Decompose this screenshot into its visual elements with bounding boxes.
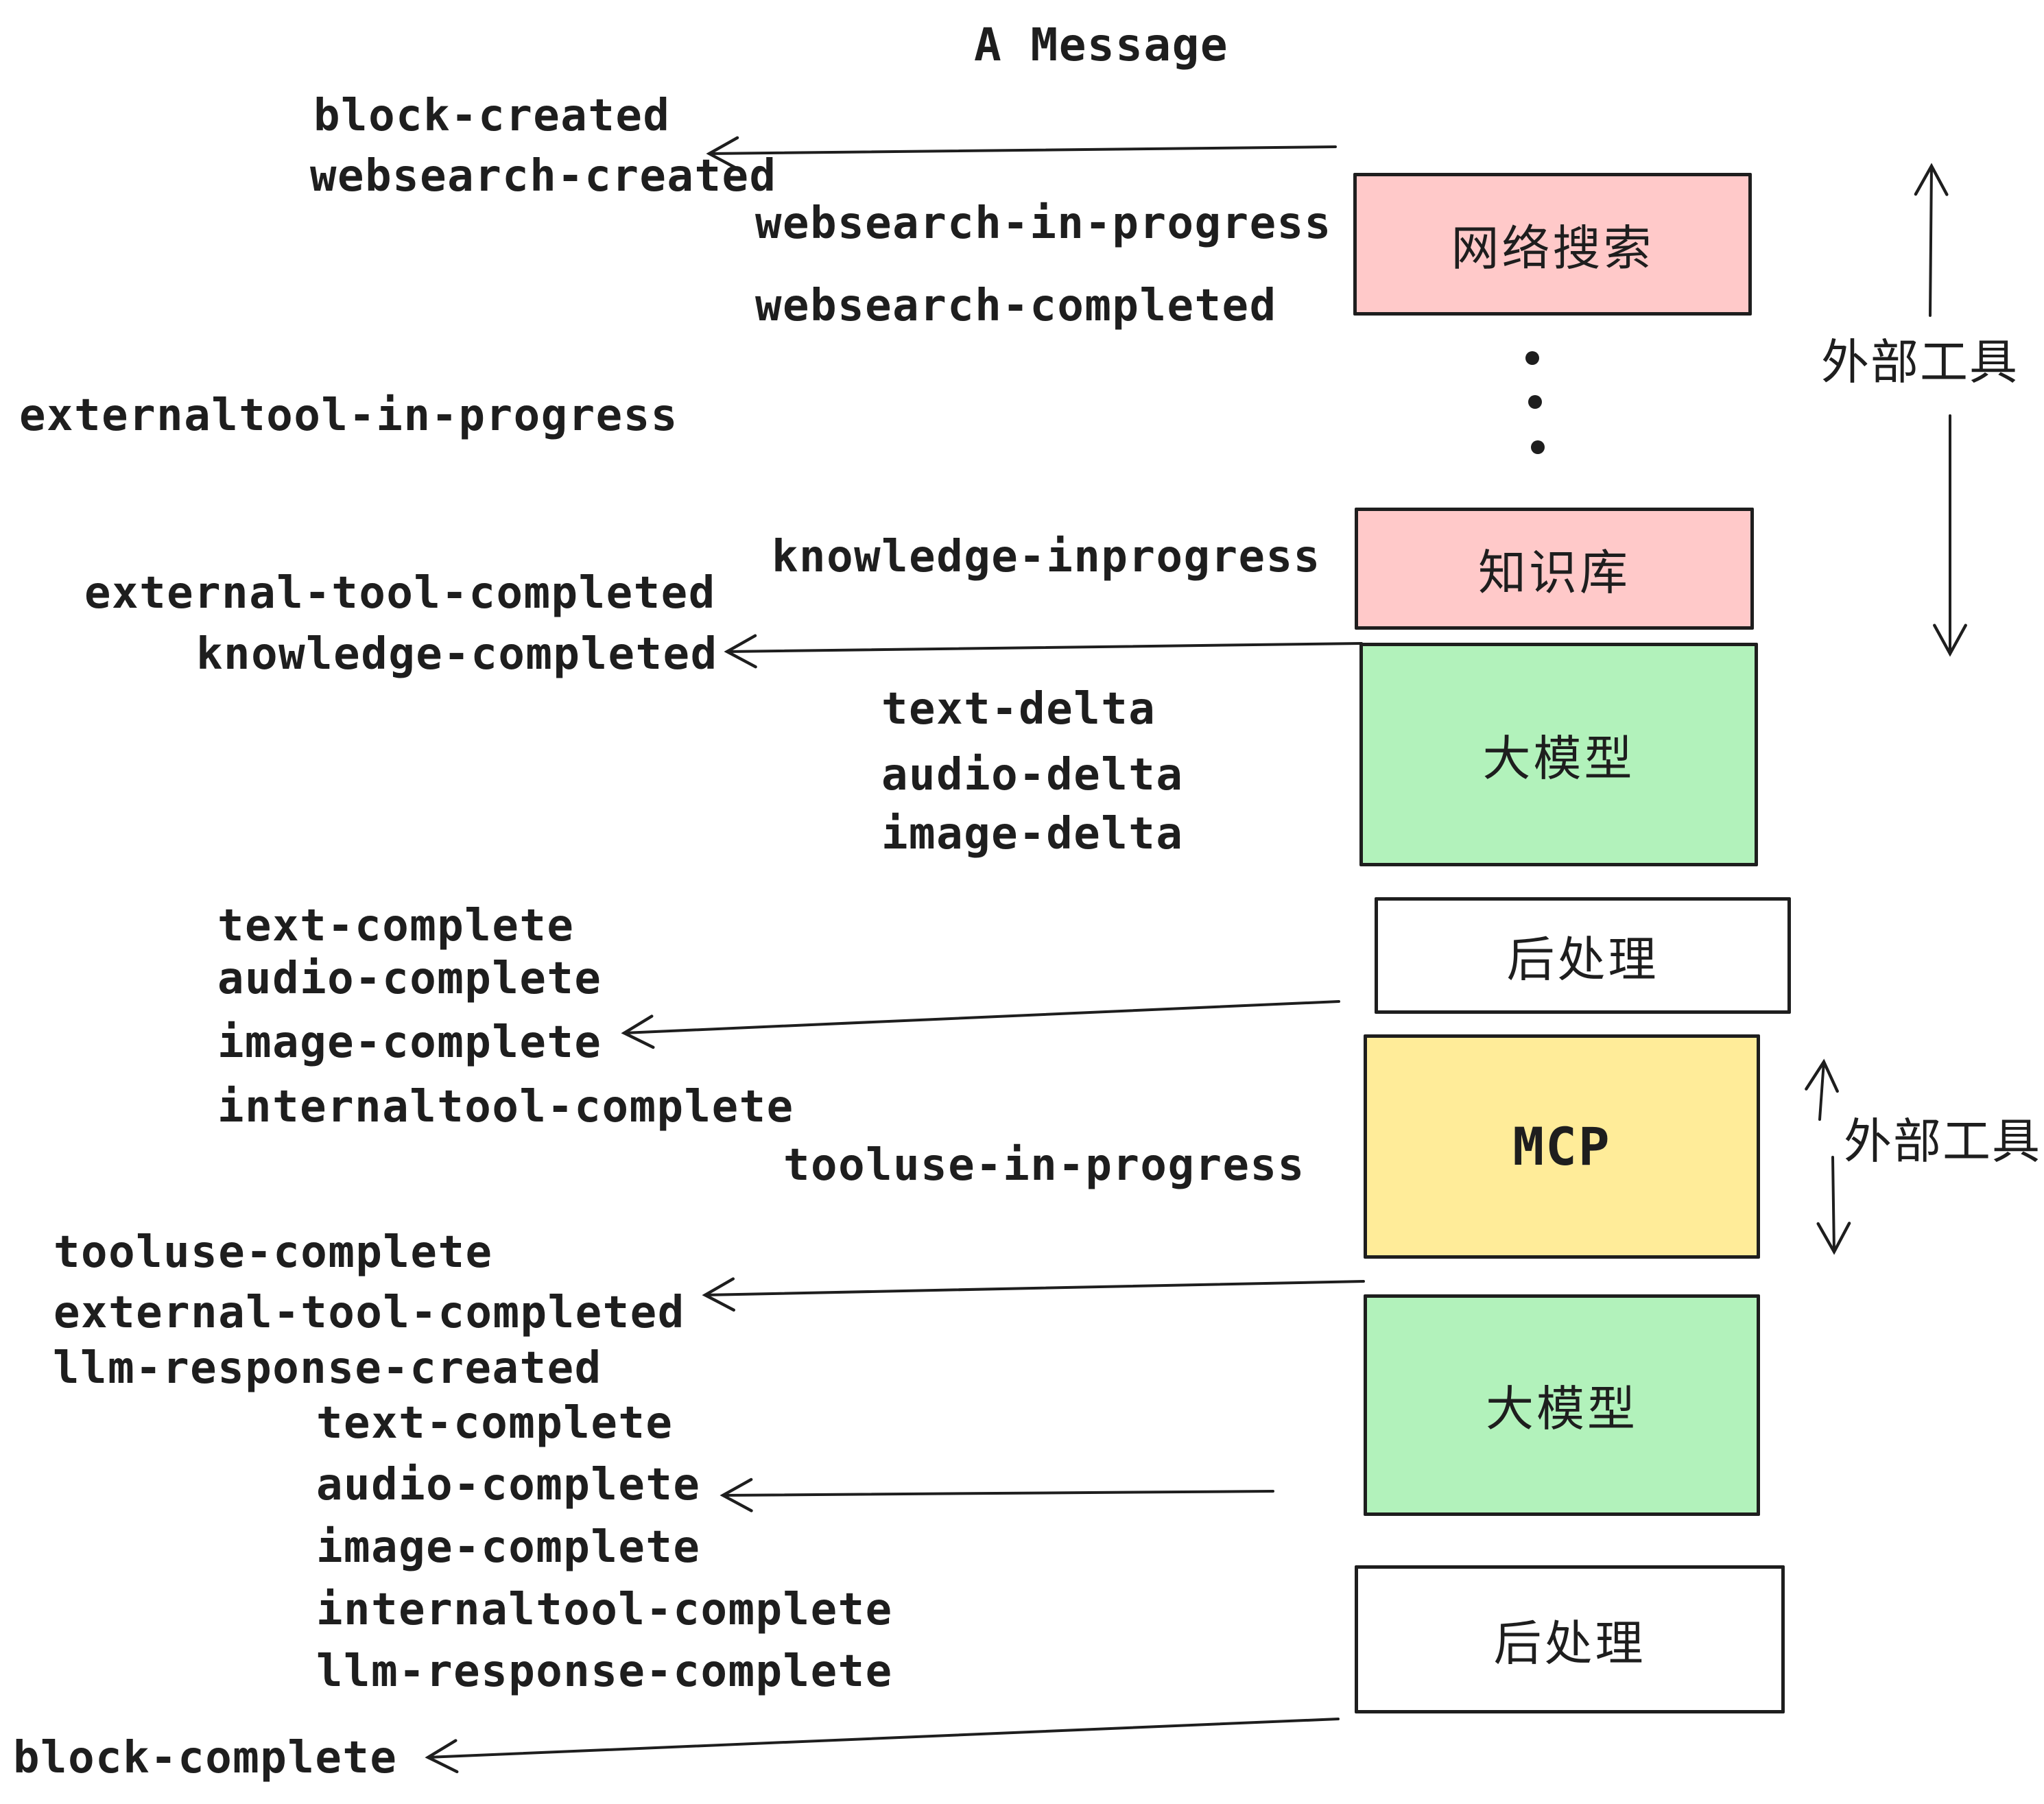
event-websearch-completed: websearch-completed bbox=[755, 281, 1277, 331]
arrow-mcp-to-tooluse-complete bbox=[702, 1277, 1365, 1312]
arrow-websearch-to-created bbox=[706, 136, 1337, 171]
event-external-tool-completed-2: external-tool-completed bbox=[54, 1287, 685, 1338]
event-websearch-created: websearch-created bbox=[310, 151, 777, 202]
event-text-complete-1: text-complete bbox=[217, 901, 575, 951]
event-internaltool-complete-2: internaltool-complete bbox=[316, 1585, 893, 1635]
ellipsis-dot-3 bbox=[1531, 440, 1545, 454]
box-llm-2-label: 大模型 bbox=[1486, 1382, 1638, 1436]
arrow-external-tools-2-up bbox=[1805, 1058, 1839, 1121]
arrow-llm2-to-complete bbox=[720, 1477, 1274, 1512]
ellipsis-dot-2 bbox=[1528, 395, 1542, 409]
side-label-external-tools-1: 外部工具 bbox=[1821, 335, 2019, 389]
event-image-complete-1: image-complete bbox=[217, 1017, 602, 1068]
box-mcp-label: MCP bbox=[1512, 1116, 1611, 1177]
event-llm-response-complete: llm-response-complete bbox=[316, 1646, 893, 1697]
event-block-created: block-created bbox=[313, 91, 671, 141]
event-knowledge-inprogress: knowledge-inprogress bbox=[772, 532, 1321, 582]
event-external-tool-completed-1: external-tool-completed bbox=[84, 568, 716, 619]
event-image-complete-2: image-complete bbox=[316, 1522, 701, 1573]
box-knowledge-label: 知识库 bbox=[1478, 545, 1630, 600]
event-tooluse-complete: tooluse-complete bbox=[54, 1227, 493, 1278]
box-mcp: MCP bbox=[1364, 1034, 1760, 1259]
box-websearch-label: 网络搜索 bbox=[1451, 221, 1654, 275]
event-websearch-in-progress: websearch-in-progress bbox=[755, 198, 1332, 249]
event-knowledge-completed: knowledge-completed bbox=[196, 629, 718, 680]
event-text-complete-2: text-complete bbox=[316, 1398, 674, 1449]
event-block-complete: block-complete bbox=[13, 1733, 398, 1783]
box-knowledge: 知识库 bbox=[1355, 508, 1754, 630]
event-text-delta-1: text-delta bbox=[881, 684, 1156, 735]
box-post-2: 后处理 bbox=[1355, 1565, 1785, 1713]
diagram-title: A Message bbox=[974, 19, 1229, 71]
box-llm-1: 大模型 bbox=[1359, 643, 1758, 866]
event-llm-response-created: llm-response-created bbox=[53, 1343, 602, 1394]
box-websearch: 网络搜索 bbox=[1353, 173, 1752, 316]
ellipsis-dot-1 bbox=[1525, 351, 1539, 365]
event-audio-complete-1: audio-complete bbox=[217, 953, 602, 1004]
arrow-post2-to-block-complete bbox=[425, 1718, 1340, 1774]
arrow-external-tools-2-down bbox=[1816, 1156, 1851, 1255]
box-llm-1-label: 大模型 bbox=[1482, 731, 1635, 785]
box-llm-2: 大模型 bbox=[1364, 1294, 1760, 1516]
event-audio-delta-1: audio-delta bbox=[881, 750, 1184, 800]
event-internaltool-complete-1: internaltool-complete bbox=[217, 1082, 794, 1132]
box-post-1-label: 后处理 bbox=[1506, 932, 1659, 986]
box-post-1: 后处理 bbox=[1375, 897, 1791, 1014]
box-post-2-label: 后处理 bbox=[1493, 1616, 1646, 1670]
event-externaltool-in-progress: externaltool-in-progress bbox=[19, 390, 678, 441]
event-tooluse-in-progress: tooluse-in-progress bbox=[783, 1140, 1305, 1191]
event-audio-complete-2: audio-complete bbox=[316, 1460, 701, 1510]
arrow-knowledge-to-completed bbox=[724, 634, 1363, 669]
event-image-delta-1: image-delta bbox=[881, 809, 1184, 859]
arrow-external-tools-1-up bbox=[1914, 163, 1949, 317]
side-label-external-tools-2: 外部工具 bbox=[1844, 1115, 2041, 1168]
arrow-llm1-to-complete bbox=[621, 1000, 1340, 1049]
